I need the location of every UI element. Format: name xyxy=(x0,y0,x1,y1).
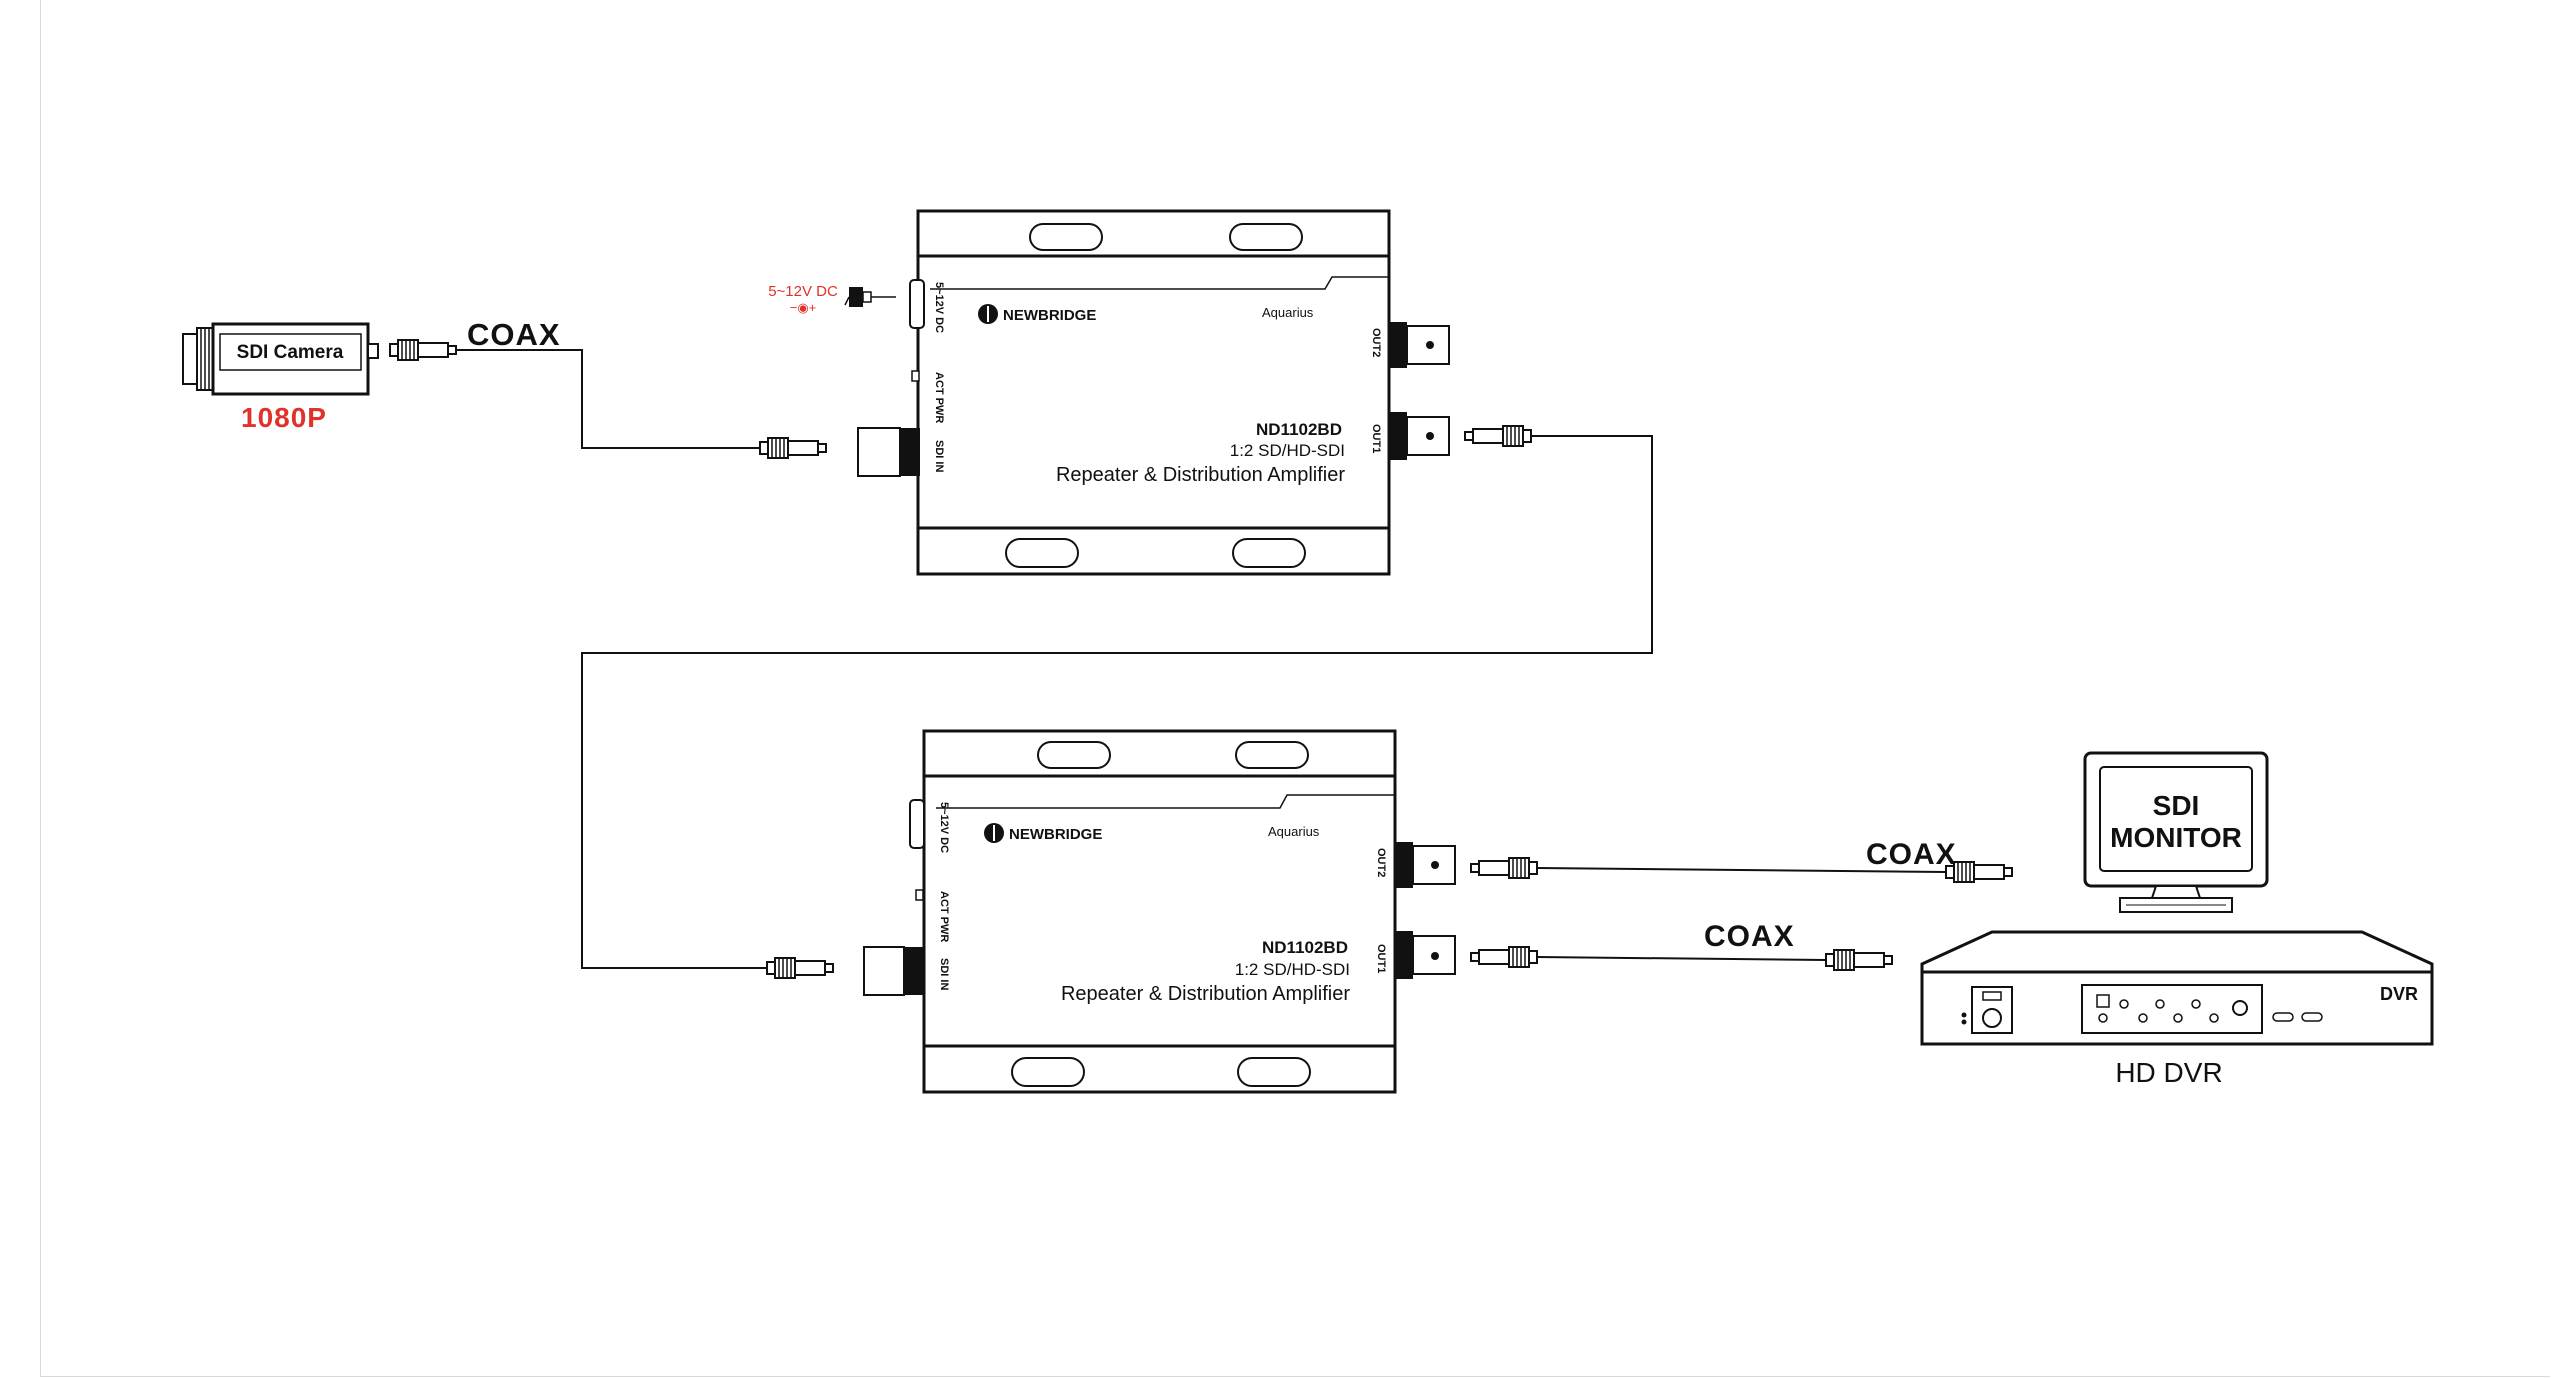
monitor-label-line1: SDI xyxy=(2153,790,2200,821)
unit1-sdi-in-label: SDI IN xyxy=(933,440,945,472)
coax-label-monitor: COAX xyxy=(1866,838,1957,871)
unit2-led-label: ACT PWR xyxy=(938,891,950,942)
cable-camera-to-unit1 xyxy=(456,349,760,449)
unit2-out1-label: OUT1 xyxy=(1375,944,1387,973)
power-label: 5~12V DC xyxy=(768,283,838,300)
unit1-out1-label: OUT1 xyxy=(1370,424,1382,453)
unit1-series: Aquarius xyxy=(1262,305,1314,320)
power-plug xyxy=(844,287,896,307)
unit2-type: 1:2 SD/HD-SDI xyxy=(1235,960,1350,979)
unit2-series: Aquarius xyxy=(1268,824,1320,839)
camera-label: SDI Camera xyxy=(237,342,344,363)
unit1-description: Repeater & Distribution Amplifier xyxy=(1056,464,1345,486)
monitor-label-line2: MONITOR xyxy=(2110,822,2242,853)
unit2-brand: NEWBRIDGE xyxy=(1009,826,1102,843)
page-frame xyxy=(40,0,2550,1377)
unit1-brand: NEWBRIDGE xyxy=(1003,307,1096,324)
dvr-bnc-plug xyxy=(1825,949,1893,971)
hd-dvr: DVR HD DVR xyxy=(1920,930,2434,1088)
distribution-amplifier-unit-1: NEWBRIDGE Aquarius 5~12V DC ACT PWR SDI … xyxy=(857,209,1450,576)
power-polarity: −◉+ xyxy=(790,300,817,315)
sdi-camera: SDI Camera 1080P xyxy=(182,322,379,433)
unit1-out1-bnc-plug xyxy=(1464,425,1532,447)
camera-resolution: 1080P xyxy=(241,402,327,433)
unit2-input-bnc-plug xyxy=(766,957,834,979)
sdi-monitor: SDI MONITOR xyxy=(2083,751,2269,913)
unit2-out2-label: OUT2 xyxy=(1375,848,1387,877)
unit1-type: 1:2 SD/HD-SDI xyxy=(1230,441,1345,460)
camera-bnc-plug xyxy=(389,339,457,361)
dvr-caption: HD DVR xyxy=(2115,1057,2222,1088)
unit1-led-label: ACT PWR xyxy=(933,372,945,423)
cable-unit2-to-monitor xyxy=(1536,867,1947,873)
coax-label-camera: COAX xyxy=(467,317,561,352)
unit1-input-bnc-plug xyxy=(759,437,827,459)
coax-label-dvr: COAX xyxy=(1704,920,1795,953)
unit1-out2-label: OUT2 xyxy=(1370,328,1382,357)
unit2-out2-bnc-plug xyxy=(1470,857,1538,879)
unit2-description: Repeater & Distribution Amplifier xyxy=(1061,983,1350,1005)
unit2-sdi-in-label: SDI IN xyxy=(938,958,950,990)
unit1-dc-port-label: 5~12V DC xyxy=(933,282,945,333)
unit1-model: ND1102BD xyxy=(1256,420,1342,439)
unit2-dc-port-label: 5~12V DC xyxy=(938,802,950,853)
cable-unit1-to-unit2 xyxy=(581,435,1653,969)
dvr-badge: DVR xyxy=(2380,984,2418,1004)
distribution-amplifier-unit-2: NEWBRIDGE Aquarius 5~12V DC ACT PWR SDI … xyxy=(863,729,1456,1094)
unit2-out1-bnc-plug xyxy=(1470,946,1538,968)
cable-unit2-to-dvr xyxy=(1536,956,1827,961)
unit2-model: ND1102BD xyxy=(1262,938,1348,957)
